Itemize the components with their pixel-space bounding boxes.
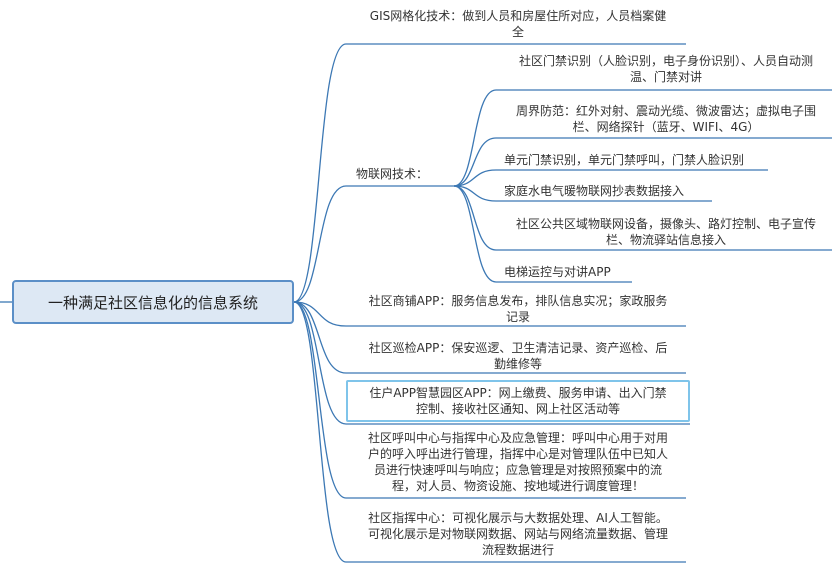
- topic-call-center[interactable]: 社区呼叫中心与指挥中心及应急管理：呼叫中心用于对用 户的呼入呼出进行管理，指挥中…: [350, 430, 686, 494]
- connector-iot-access-control: [453, 89, 497, 187]
- connector-iot-meter-reading: [453, 185, 497, 202]
- connector-root-call-center: [293, 301, 347, 499]
- topic-public-devices-line-2: 栏、物流驿站信息接入: [605, 233, 726, 247]
- topic-patrol-app-line-2: 勤维修等: [493, 357, 542, 371]
- connector-root-resident-app: [293, 301, 347, 425]
- topic-access-control-line-2: 温、门禁对讲: [629, 70, 702, 84]
- topic-call-center-line-1: 社区呼叫中心与指挥中心及应急管理：呼叫中心用于对用: [367, 431, 668, 445]
- topic-meter-reading[interactable]: 家庭水电气暖物联网抄表数据接入: [500, 183, 710, 199]
- topic-gis-line-1: GIS网格化技术：做到人员和房屋住所对应，人员档案健: [369, 9, 667, 23]
- topic-command-center-line-1: 社区指挥中心：可视化展示与大数据处理、AI人工智能。: [368, 511, 668, 525]
- connector-root-gis: [293, 43, 347, 303]
- topic-gis-line-2: 全: [511, 25, 524, 39]
- topic-perimeter[interactable]: 周界防范：红外对射、震动光缆、微波雷达；虚拟电子围 栏、网络探针（蓝牙、WIFI…: [500, 103, 832, 135]
- root-topic-label: 一种满足社区信息化的信息系统: [47, 293, 258, 312]
- topic-call-center-line-3: 员进行快速呼叫与响应；应急管理是对按照预案中的流: [373, 463, 662, 477]
- topic-access-control-line-1: 社区门禁识别（人脸识别，电子身份识别）、人员自动测: [518, 54, 813, 68]
- connector-root-patrol-app: [293, 301, 347, 374]
- connector-root-iot: [293, 185, 347, 303]
- topic-command-center[interactable]: 社区指挥中心：可视化展示与大数据处理、AI人工智能。 可视化展示是对物联网数据、…: [350, 510, 686, 558]
- topic-shop-app[interactable]: 社区商铺APP：服务信息发布，排队信息实况；家政服务 记录: [350, 293, 686, 325]
- topic-resident-app[interactable]: 住户APP智慧园区APP：网上缴费、服务申请、出入门禁 控制、接收社区通知、网上…: [346, 380, 690, 422]
- topic-elevator[interactable]: 电梯运控与对讲APP: [500, 264, 630, 280]
- connector-root-command-center: [293, 301, 347, 563]
- topic-unit-access-label: 单元门禁识别，单元门禁呼叫，门禁人脸识别: [504, 153, 745, 167]
- connector-iot-perimeter: [453, 137, 497, 187]
- topic-command-center-line-2: 可视化展示是对物联网数据、网站与网络流量数据、管理: [367, 527, 668, 541]
- topic-access-control[interactable]: 社区门禁识别（人脸识别，电子身份识别）、人员自动测 温、门禁对讲: [500, 53, 832, 85]
- topic-elevator-label: 电梯运控与对讲APP: [504, 265, 611, 279]
- topic-perimeter-line-1: 周界防范：红外对射、震动光缆、微波雷达；虚拟电子围: [515, 104, 816, 118]
- topic-patrol-app[interactable]: 社区巡检APP：保安巡逻、卫生清洁记录、资产巡检、后 勤维修等: [350, 340, 686, 372]
- topic-meter-reading-label: 家庭水电气暖物联网抄表数据接入: [504, 184, 685, 198]
- topic-iot[interactable]: 物联网技术：: [352, 166, 448, 182]
- topic-patrol-app-line-1: 社区巡检APP：保安巡逻、卫生清洁记录、资产巡检、后: [368, 341, 668, 355]
- topic-public-devices[interactable]: 社区公共区域物联网设备，摄像头、路灯控制、电子宣传 栏、物流驿站信息接入: [500, 216, 832, 248]
- topic-resident-app-line-2: 控制、接收社区通知、网上社区活动等: [415, 402, 620, 416]
- topic-resident-app-line-1: 住户APP智慧园区APP：网上缴费、服务申请、出入门禁: [369, 386, 667, 400]
- topic-public-devices-line-1: 社区公共区域物联网设备，摄像头、路灯控制、电子宣传: [515, 217, 816, 231]
- topic-call-center-line-2: 户的呼入呼出进行管理，指挥中心是对管理队伍中已知人: [367, 447, 668, 461]
- topic-perimeter-line-2: 栏、网络探针（蓝牙、WIFI、4G）: [572, 120, 760, 134]
- connector-root-shop-app: [293, 301, 347, 327]
- connector-iot-unit-access: [453, 169, 497, 187]
- topic-shop-app-line-1: 社区商铺APP：服务信息发布，排队信息实况；家政服务: [368, 294, 668, 308]
- topic-unit-access[interactable]: 单元门禁识别，单元门禁呼叫，门禁人脸识别: [500, 152, 770, 168]
- topic-iot-label: 物联网技术：: [356, 167, 429, 181]
- topic-call-center-line-4: 程，对人员、物资设施、按地域进行调度管理！: [391, 479, 644, 493]
- topic-shop-app-line-2: 记录: [505, 310, 530, 324]
- connector-iot-elevator: [453, 185, 497, 283]
- topic-gis[interactable]: GIS网格化技术：做到人员和房屋住所对应，人员档案健 全: [350, 8, 686, 40]
- root-topic[interactable]: 一种满足社区信息化的信息系统: [12, 280, 294, 324]
- topic-command-center-line-3: 流程数据进行: [481, 543, 554, 557]
